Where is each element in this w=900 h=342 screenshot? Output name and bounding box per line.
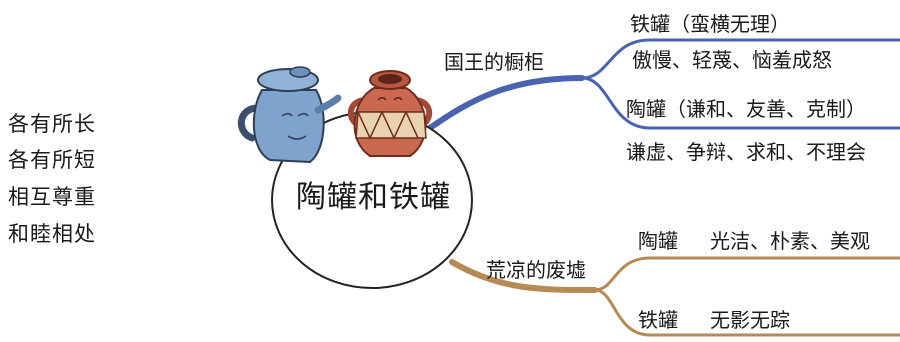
upper-branch-fork-top [581, 38, 900, 80]
upper-item-detail: 谦虚、争辩、求和、不理会 [626, 140, 866, 164]
upper-branch-label: 国王的橱柜 [444, 50, 544, 74]
lower-branch-label: 荒凉的废墟 [486, 258, 586, 282]
left-note: 相互尊重 [8, 185, 96, 209]
center-title: 陶罐和铁罐 [296, 180, 451, 215]
lower-branch-fork-bottom [594, 288, 900, 337]
left-note: 和睦相处 [8, 222, 96, 246]
upper-branch-fork-bottom [581, 76, 900, 130]
upper-item-title: 铁罐（蛮横无理） [630, 12, 790, 36]
lower-item-title: 铁罐 [638, 308, 678, 332]
lower-branch-connector [449, 259, 598, 293]
lower-item-detail: 无影无踪 [710, 308, 790, 332]
left-note: 各有所长 [8, 112, 96, 136]
upper-branch-connector [427, 75, 585, 131]
left-note: 各有所短 [8, 148, 96, 172]
upper-item-title: 陶罐（谦和、友善、克制） [626, 97, 866, 121]
iron-pot-icon [238, 66, 342, 164]
lower-item-title: 陶罐 [638, 229, 678, 253]
lower-item-detail: 光洁、朴素、美观 [710, 229, 870, 253]
clay-pot-icon [348, 70, 432, 157]
lower-branch-fork-top [594, 256, 900, 292]
upper-item-detail: 傲慢、轻蔑、恼羞成怒 [632, 48, 832, 72]
